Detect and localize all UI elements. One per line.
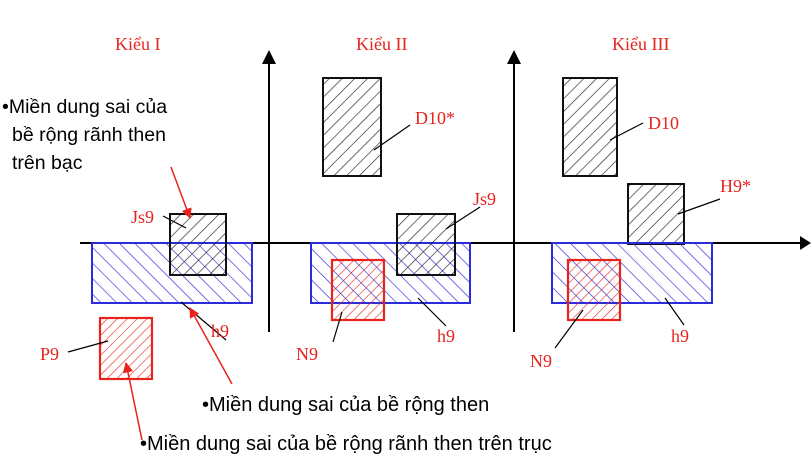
key-width-note-arrow: [189, 307, 233, 385]
shaft-slot-zone-n9-type-3: [566, 258, 622, 322]
hub-slot-note-arrow: [170, 166, 192, 219]
hub-slot-note-line-2: bề rộng rãnh then: [12, 124, 166, 146]
label-js9-type-1: Js9: [131, 207, 154, 227]
hub-slot-note-line-1: •Miền dung sai của: [2, 96, 167, 118]
hub-slot-zone-js9-type-1: [169, 213, 227, 276]
axis-type-2-arrow-icon: [507, 50, 521, 64]
label-p9: P9: [40, 344, 59, 364]
label-h9-type-1: h9: [211, 321, 229, 341]
label-d10: D10: [648, 113, 679, 133]
label-js9-type-2: Js9: [473, 189, 496, 209]
type-3-title: Kiểu III: [612, 34, 669, 54]
label-n9-type-3: N9: [530, 351, 552, 371]
hub-slot-zone-js9-type-2: [396, 213, 456, 276]
hub-slot-note-line-3: trên bạc: [12, 152, 83, 174]
key-width-note: •Miền dung sai của bề rộng then: [202, 394, 489, 416]
shaft-slot-note: •Miền dung sai của bề rộng rãnh then trê…: [140, 433, 552, 455]
label-h9-type-3: h9: [671, 326, 689, 346]
shaft-slot-note-arrow: [122, 361, 143, 441]
shaft-slot-zone-n9-type-2: [330, 258, 386, 322]
type-2-title: Kiểu II: [356, 34, 407, 54]
type-1-title: Kiểu I: [115, 34, 160, 54]
label-h9-type-2: h9: [437, 326, 455, 346]
zero-line-arrow-icon: [800, 236, 811, 250]
axis-type-1-arrow-icon: [262, 50, 276, 64]
hub-slot-zone-d10: [562, 77, 618, 177]
shaft-slot-zone-p9: [98, 316, 154, 381]
label-d10-star: D10*: [415, 108, 455, 128]
label-n9-type-2: N9: [296, 344, 318, 364]
hub-slot-zone-h9-star: [627, 183, 685, 245]
label-h9-star: H9*: [720, 176, 751, 196]
hub-slot-zone-d10-star: [322, 77, 382, 177]
leader-lines: [67, 122, 721, 353]
